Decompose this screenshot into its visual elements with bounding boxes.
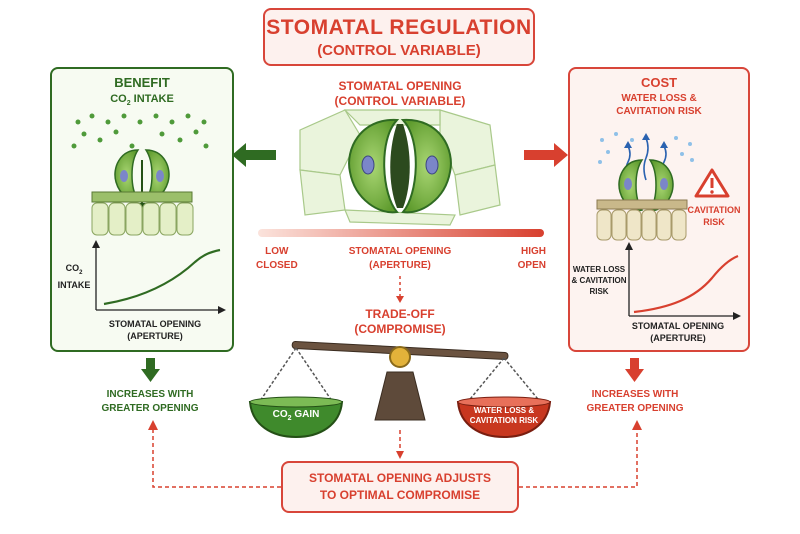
cost-heading: COST	[640, 75, 678, 90]
cost-illustration	[596, 132, 741, 382]
bottom-line-1: STOMATAL OPENING ADJUSTS	[308, 471, 491, 485]
center-stoma-illustration	[299, 109, 501, 226]
benefit-y-label: CO2 INTAKE	[57, 263, 91, 290]
tradeoff-label: TRADE-OFF(COMPROMISE)	[354, 307, 446, 336]
pan-left-label: CO2 GAIN	[272, 409, 320, 422]
bottom-line-2: TO OPTIMAL COMPROMISE	[319, 488, 481, 502]
scale-mid-label: STOMATAL OPENING(APERTURE)	[348, 246, 452, 271]
benefit-subheading: CO2 INTAKE	[110, 93, 174, 108]
balance-scale	[248, 341, 552, 439]
title-box: STOMATAL REGULATION (CONTROL VARIABLE)	[263, 8, 535, 66]
pan-right-label: WATER LOSS &CAVITATION RISK	[469, 406, 539, 425]
center-heading: STOMATAL OPENING(CONTROL VARIABLE)	[334, 79, 466, 108]
benefit-illustration	[71, 113, 226, 382]
benefit-x-label: STOMATAL OPENING(APERTURE)	[108, 319, 202, 341]
bottom-conclusion-box: STOMATAL OPENING ADJUSTS TO OPTIMAL COMP…	[281, 461, 519, 513]
title-main: STOMATAL REGULATION	[266, 16, 532, 39]
title-sub: (CONTROL VARIABLE)	[317, 42, 481, 59]
opening-scale-bar	[258, 229, 544, 237]
left-arrow	[232, 143, 276, 167]
cost-x-label: STOMATAL OPENING(APERTURE)	[631, 321, 725, 343]
right-arrow	[524, 143, 568, 167]
cost-subheading: WATER LOSS &CAVITATION RISK	[616, 93, 702, 117]
benefit-heading: BENEFIT	[114, 75, 170, 90]
feedback-arrows	[152, 428, 638, 488]
